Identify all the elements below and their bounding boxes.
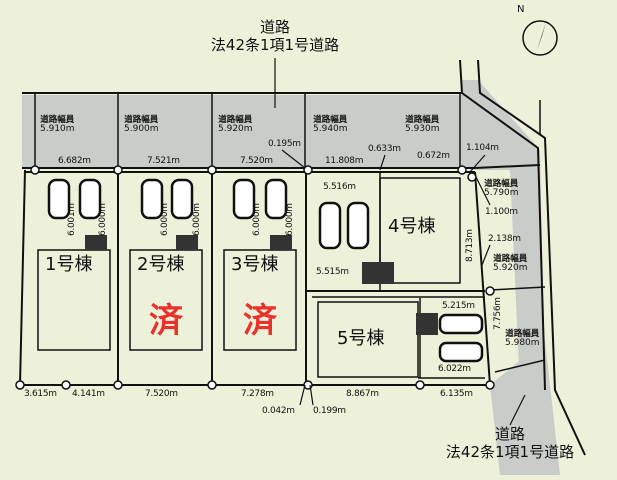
lot4-width-bottom: 5.515m: [316, 267, 349, 277]
bottom-dim: 6.135m: [440, 389, 473, 399]
lot1-depth: 6.001m: [67, 203, 77, 236]
building-4-label[interactable]: 4号棟: [388, 216, 436, 237]
compass-icon: [522, 20, 558, 56]
frontage-dim: 7.521m: [147, 156, 180, 166]
frontage-dim: 0.195m: [268, 139, 301, 149]
lot1-depth2: 6.000m: [98, 203, 108, 236]
bottom-dim: 4.141m: [72, 389, 105, 399]
frontage-dim: 7.520m: [240, 156, 273, 166]
bottom-dim: 0.042m: [262, 406, 295, 416]
building-5-label[interactable]: 5号棟: [337, 328, 385, 349]
top-road-label: 道路 法42条1項1号道路: [175, 18, 375, 54]
frontage-dim: 1.104m: [466, 143, 499, 153]
building-1-label[interactable]: 1号棟: [45, 254, 93, 275]
lot2-depth2: 6.000m: [192, 203, 202, 236]
top-road-area: [22, 95, 462, 168]
frontage-dim: 0.633m: [368, 144, 401, 154]
bottom-road-area: [490, 340, 560, 475]
lot4-width-top: 5.516m: [323, 182, 356, 192]
lot4-side: 8.713m: [465, 229, 475, 262]
lot5-bottom: 6.022m: [438, 364, 471, 374]
bottom-road-label: 道路 法42条1項1号道路: [405, 425, 615, 461]
lot2-depth: 6.000m: [160, 203, 170, 236]
lot5-side: 7.756m: [493, 297, 503, 330]
bottom-road-name: 道路: [494, 425, 525, 443]
bottom-dim: 0.199m: [313, 406, 346, 416]
frontage-dim: 0.672m: [417, 151, 450, 161]
building-2-label[interactable]: 2号棟: [137, 254, 185, 275]
top-road-name: 道路: [259, 18, 290, 36]
bottom-dim: 7.278m: [241, 389, 274, 399]
bottom-road-type: 法42条1項1号道路: [445, 443, 575, 461]
building-3-label[interactable]: 3号棟: [231, 254, 279, 275]
bottom-dim: 7.520m: [145, 389, 178, 399]
lot5-top: 5.215m: [442, 301, 475, 311]
lot3-depth: 6.000m: [252, 203, 262, 236]
sold-mark-building-3: 済: [243, 301, 277, 341]
bottom-dim: 8.867m: [346, 389, 379, 399]
top-road-type: 法42条1項1号道路: [210, 36, 340, 54]
bottom-dim: 3.615m: [24, 389, 57, 399]
frontage-dim: 11.808m: [325, 156, 364, 166]
frontage-dim: 6.682m: [58, 156, 91, 166]
frontage-dim: 1.100m: [485, 207, 518, 217]
frontage-dim: 2.138m: [488, 234, 521, 244]
lot3-depth2: 6.000m: [285, 203, 295, 236]
sold-mark-building-2: 済: [149, 301, 183, 341]
compass-north-label: N: [517, 4, 525, 15]
